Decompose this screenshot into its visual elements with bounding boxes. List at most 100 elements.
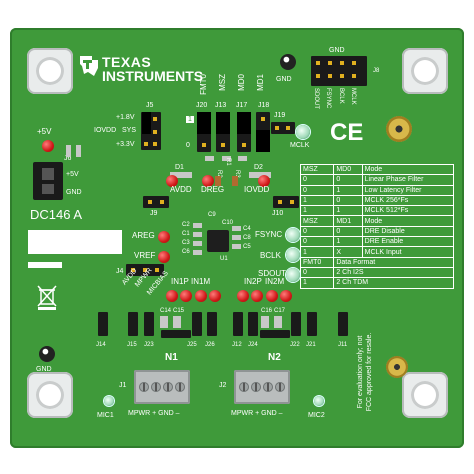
j21-label: J21 xyxy=(306,342,316,348)
in1-header[interactable] xyxy=(161,330,191,338)
fsync-tp-label: FSYNC xyxy=(255,230,283,239)
n2-label: N2 xyxy=(268,352,281,363)
vref-label: VREF xyxy=(134,251,156,260)
r3-label: R3 xyxy=(234,170,240,178)
j21-header[interactable] xyxy=(307,312,317,336)
gnd-post[interactable] xyxy=(39,346,55,362)
mpwr-gnd-label-1: MPWR + GND – xyxy=(128,410,180,417)
msz-label: MSZ xyxy=(218,74,227,91)
iovdd-led-label: IOVDD xyxy=(244,185,270,194)
j5-jumper[interactable] xyxy=(142,112,151,134)
j22-header[interactable] xyxy=(291,312,301,336)
bclk-tp-label: BCLK xyxy=(260,251,281,260)
j9-header[interactable] xyxy=(143,196,169,208)
gnd-power-label: GND xyxy=(66,189,82,196)
j20-jumper[interactable] xyxy=(197,112,211,134)
c10-label: C10 xyxy=(222,220,234,226)
j14-header[interactable] xyxy=(98,312,108,336)
weee-bin-icon xyxy=(37,285,57,310)
j18-label: J18 xyxy=(258,102,270,109)
fsync-header-label: FSYNC xyxy=(325,88,331,109)
mounting-hole xyxy=(27,48,73,94)
vref-led xyxy=(158,251,170,263)
j17-jumper[interactable] xyxy=(237,112,251,134)
j24-header[interactable] xyxy=(248,312,258,336)
bclk-test-point[interactable] xyxy=(286,248,300,262)
j15-header[interactable] xyxy=(128,312,138,336)
j22-label: J22 xyxy=(290,342,300,348)
mclk-tp-label: MCLK xyxy=(290,142,310,149)
brand-line1: TEXAS xyxy=(102,54,152,70)
c2-label: C2 xyxy=(182,222,190,228)
j8-label: J8 xyxy=(373,68,380,74)
ti-logo-icon xyxy=(80,56,98,76)
in-led xyxy=(166,290,178,302)
sdout-tp-label: SDOUT xyxy=(258,269,286,278)
in-led xyxy=(209,290,221,302)
md0-label: MD0 xyxy=(237,74,246,91)
mounting-hole xyxy=(27,372,73,418)
label-box-small xyxy=(28,262,62,268)
gnd-bottom-label: GND xyxy=(36,366,52,373)
test-pad xyxy=(386,116,412,142)
c8-label: C8 xyxy=(243,235,251,241)
power-jack[interactable] xyxy=(33,162,63,200)
fmt0-label: FMT0 xyxy=(199,74,208,95)
c15-label: C15 xyxy=(173,308,185,314)
brand-line2: INSTRUMENTS xyxy=(102,68,204,84)
j12-header[interactable] xyxy=(233,312,243,336)
j12-label: J12 xyxy=(232,342,242,348)
j25-header[interactable] xyxy=(192,312,202,336)
clock-header[interactable] xyxy=(311,56,367,86)
r2-label: R2 xyxy=(216,170,222,178)
c16-label: C16 xyxy=(261,308,273,314)
mic2-test-point[interactable] xyxy=(314,396,324,406)
mclk-test-point[interactable] xyxy=(296,125,310,139)
j26-label: J26 xyxy=(205,342,215,348)
j26-header[interactable] xyxy=(207,312,217,336)
j11-header[interactable] xyxy=(338,312,348,336)
j23-header[interactable] xyxy=(144,312,154,336)
sys-label: SYS xyxy=(122,127,137,134)
j14-label: J14 xyxy=(96,342,106,348)
c17-label: C17 xyxy=(274,308,286,314)
bclk-header-label: BCLK xyxy=(338,88,344,104)
test-pad xyxy=(386,356,408,378)
j19-header[interactable] xyxy=(271,122,295,134)
j2-label: J2 xyxy=(219,382,227,389)
j13-label: J13 xyxy=(215,102,227,109)
mounting-hole xyxy=(402,372,448,418)
plus5v-top-label: +5V xyxy=(37,127,52,136)
mic2-label: MIC2 xyxy=(308,412,325,419)
power-led xyxy=(42,140,54,152)
sdout-test-point[interactable] xyxy=(286,268,300,282)
gnd-top-label: GND xyxy=(276,76,292,83)
n1-label: N1 xyxy=(165,352,178,363)
j10-label: J10 xyxy=(272,210,284,217)
c5-label: C5 xyxy=(243,244,251,250)
md1-label: MD1 xyxy=(256,74,265,91)
mic1-label: MIC1 xyxy=(97,412,114,419)
r1-label: R1 xyxy=(225,158,231,166)
areg-led xyxy=(158,231,170,243)
gnd-post[interactable] xyxy=(280,54,296,70)
mic1-test-point[interactable] xyxy=(104,396,114,406)
in1p-label: IN1P xyxy=(171,277,189,286)
in2p-label: IN2P xyxy=(244,277,262,286)
j13-jumper[interactable] xyxy=(216,112,230,134)
j18-jumper[interactable] xyxy=(256,130,270,152)
c3-label: C3 xyxy=(182,240,190,246)
j23-label: J23 xyxy=(144,342,154,348)
fsync-test-point[interactable] xyxy=(286,228,300,242)
mpwr-gnd-label-2: MPWR + GND – xyxy=(231,410,283,417)
j10-header[interactable] xyxy=(273,196,299,208)
in2-header[interactable] xyxy=(260,330,290,338)
j15-label: J15 xyxy=(127,342,137,348)
